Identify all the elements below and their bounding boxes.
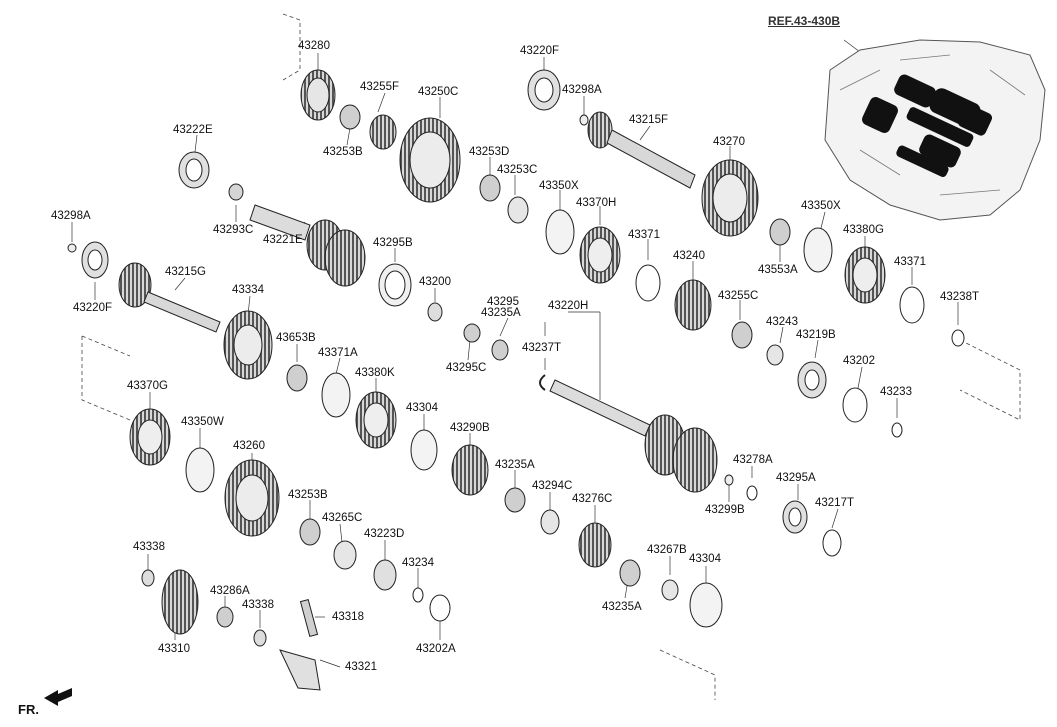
- transmission-case: [824, 39, 1046, 221]
- part-label[interactable]: 43371A: [318, 347, 358, 359]
- part-label[interactable]: 43235A: [481, 307, 521, 319]
- part-label[interactable]: 43223D: [364, 528, 405, 540]
- part-label[interactable]: 43298A: [51, 210, 91, 222]
- part-label[interactable]: 43298A: [562, 84, 602, 96]
- part-label[interactable]: 43215G: [165, 266, 206, 278]
- part-label[interactable]: 43253C: [497, 164, 538, 176]
- reference-label[interactable]: REF.43-430B: [768, 14, 841, 28]
- part-label[interactable]: 43240: [673, 250, 705, 262]
- part-label[interactable]: 43202: [843, 355, 875, 367]
- part-label[interactable]: 43350W: [181, 416, 224, 428]
- parts-illustrations: [67, 69, 965, 691]
- part-label[interactable]: 43253D: [469, 146, 510, 158]
- part-label[interactable]: 43237T: [522, 342, 562, 354]
- part-label[interactable]: 43338: [242, 599, 274, 611]
- part-label[interactable]: 43221E: [263, 234, 303, 246]
- part-label[interactable]: 43295A: [776, 472, 816, 484]
- part-label[interactable]: 43222E: [173, 124, 213, 136]
- part-label[interactable]: 43371: [628, 229, 660, 241]
- part-label[interactable]: 43293C: [213, 224, 254, 236]
- part-label[interactable]: 43280: [298, 40, 330, 52]
- part-label[interactable]: 43233: [880, 386, 912, 398]
- part-label[interactable]: 43265C: [322, 512, 363, 524]
- part-label[interactable]: 43200: [419, 276, 451, 288]
- part-label[interactable]: 43253B: [323, 146, 363, 158]
- part-label[interactable]: 43286A: [210, 585, 250, 597]
- part-label[interactable]: 43220H: [548, 300, 589, 312]
- part-label[interactable]: 43350X: [539, 180, 579, 192]
- part-label[interactable]: 43253B: [288, 489, 328, 501]
- part-label[interactable]: 43553A: [758, 264, 798, 276]
- part-label[interactable]: 43304: [406, 402, 438, 414]
- part-label[interactable]: 43260: [233, 440, 265, 452]
- part-label[interactable]: 43238T: [940, 291, 980, 303]
- part-label[interactable]: 43321: [345, 661, 377, 673]
- part-label[interactable]: 43276C: [572, 493, 613, 505]
- part-label[interactable]: 43243: [766, 316, 798, 328]
- part-label[interactable]: 43235A: [495, 459, 535, 471]
- part-label[interactable]: 43310: [158, 643, 190, 655]
- part-label[interactable]: 43370H: [576, 197, 617, 209]
- part-label[interactable]: 43350X: [801, 200, 841, 212]
- part-label[interactable]: 43318: [332, 611, 364, 623]
- part-label[interactable]: 43202A: [416, 643, 456, 655]
- part-label[interactable]: 43338: [133, 541, 165, 553]
- part-label[interactable]: 43278A: [733, 454, 773, 466]
- part-label[interactable]: 43294C: [532, 480, 573, 492]
- part-label[interactable]: 43220F: [520, 45, 560, 57]
- part-label[interactable]: 43370G: [127, 380, 168, 392]
- part-label[interactable]: 43270: [713, 136, 745, 148]
- dashed-guide-lines: [81, 13, 1021, 700]
- leader-lines: [71, 39, 959, 668]
- part-label[interactable]: 43380G: [843, 224, 884, 236]
- part-label[interactable]: 43334: [232, 284, 264, 296]
- part-label[interactable]: 43255F: [360, 81, 400, 93]
- part-label[interactable]: 43380K: [355, 367, 395, 379]
- part-label[interactable]: 43220F: [73, 302, 113, 314]
- part-label[interactable]: 43215F: [629, 114, 669, 126]
- part-label[interactable]: 43299B: [705, 504, 745, 516]
- part-label[interactable]: 43295: [487, 296, 519, 308]
- part-label[interactable]: 43250C: [418, 86, 459, 98]
- fr-arrow-icon: [44, 688, 72, 706]
- part-label[interactable]: 43295B: [373, 237, 413, 249]
- part-label[interactable]: 43267B: [647, 544, 687, 556]
- direction-label: FR.: [18, 702, 39, 717]
- part-label[interactable]: 43290B: [450, 422, 490, 434]
- part-label[interactable]: 43295C: [446, 362, 487, 374]
- part-label[interactable]: 43219B: [796, 329, 836, 341]
- part-label[interactable]: 43255C: [718, 290, 759, 302]
- part-label[interactable]: 43371: [894, 256, 926, 268]
- part-label[interactable]: 43304: [689, 553, 721, 565]
- part-label[interactable]: 43653B: [276, 332, 316, 344]
- part-label[interactable]: 43217T: [815, 497, 855, 509]
- part-label[interactable]: 43235A: [602, 601, 642, 613]
- part-label[interactable]: 43234: [402, 557, 434, 569]
